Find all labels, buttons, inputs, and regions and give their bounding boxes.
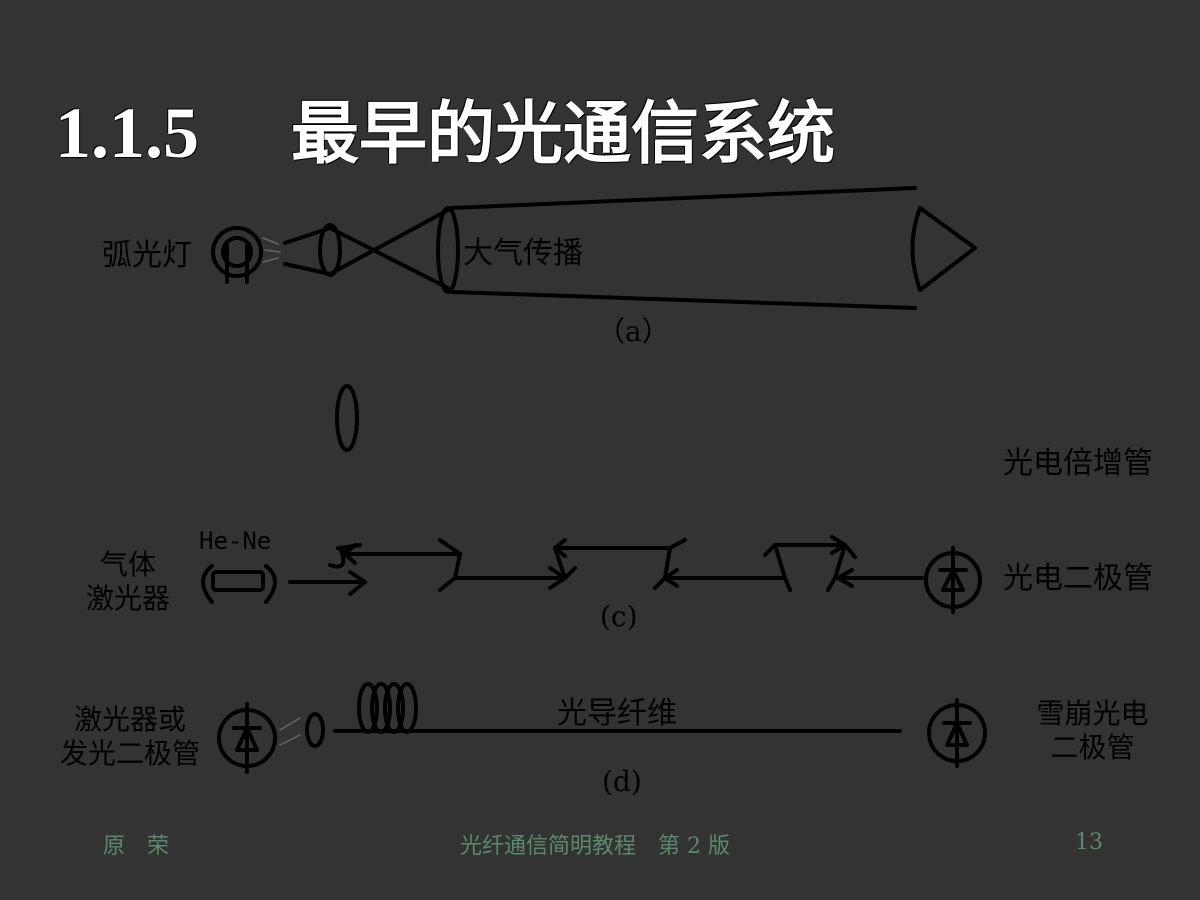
photodiode-c-icon [924,546,982,614]
light-path-c [288,535,924,596]
photodiode-label: 光电二极管 [1003,561,1153,596]
gas-laser-label-line1: 气体 [99,548,156,581]
gas-laser-label-line2: 激光器 [85,582,170,615]
apd-receiver-icon [927,698,987,768]
section-title: 最早的光通信系统 [291,94,836,174]
caption-d: (d) [602,765,642,798]
section-number: 1.1.5 [55,93,199,173]
led-source-label: 激光器或 发光二极管 [50,703,210,771]
apd-label-line2: 二极管 [1050,731,1135,764]
gas-laser-icon [201,564,277,604]
apd-label-line1: 雪崩光电 [1036,697,1149,730]
he-ne-label: He-Ne [199,527,272,555]
page-title: 1.1.5 最早的光通信系统 [55,78,835,177]
arc-lamp-icon [211,226,263,284]
fiber-coil-icon [357,682,418,734]
emission-arrows-icon [279,717,301,746]
led-source-icon [217,702,277,774]
led-source-label-line1: 激光器或 [73,703,186,736]
fiber-label: 光导纤维 [557,696,677,731]
coupling-lens-d [305,712,325,748]
footer-book-title: 光纤通信简明教程 第 2 版 [460,834,730,859]
emission-rays-icon [262,237,281,263]
atmosphere-label: 大气传播 [463,236,583,271]
footer-author: 原 荣 [103,834,170,859]
photomultiplier-label: 光电倍增管 [1003,446,1153,481]
led-source-label-line2: 发光二极管 [59,737,200,770]
lens-b [335,384,359,452]
caption-a: （a） [597,315,670,348]
caption-c: (c) [600,600,638,633]
gas-laser-label: 气体 激光器 [78,548,178,616]
arc-lamp-label: 弧光灯 [102,238,192,273]
beam-a [283,186,977,310]
footer-page-number: 13 [1075,830,1103,855]
apd-label: 雪崩光电 二极管 [1025,697,1160,765]
